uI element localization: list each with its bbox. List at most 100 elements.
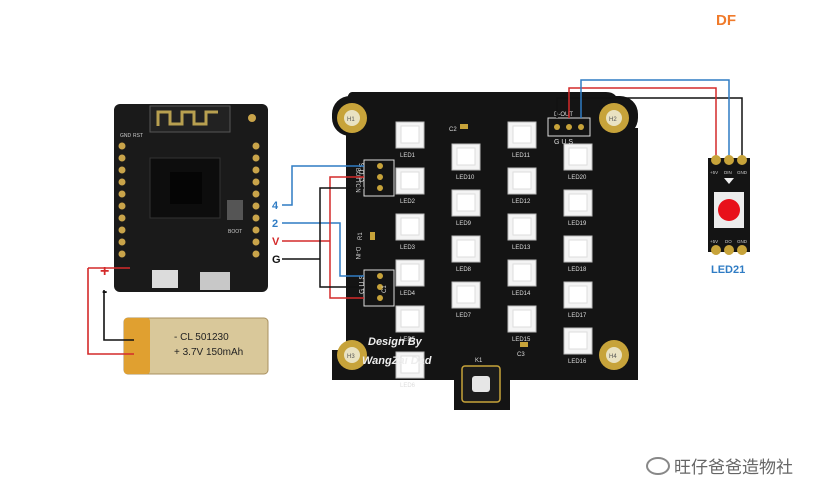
hole-label-h2: H2 [609,117,617,123]
wire-vcc [282,176,364,299]
ext-pin-top-5v: +5V [710,170,718,175]
led-chip: LED12 [507,167,537,205]
led-chip: LED9 [451,189,481,227]
esp-pin [118,214,126,222]
button-header: BUTTON G U S [354,159,395,197]
led-chip: LED20 [563,143,593,181]
lipo-battery: - CL 501230 + 3.7V 150mAh [123,317,269,375]
wire-ext-gnd [556,97,743,158]
external-led21: +5V DIN GND +5V DO GND [708,155,750,255]
esp-pins-right [252,142,260,258]
led-chip: LED7 [451,281,481,319]
led-chip: LED19 [563,189,593,227]
esp-pin [252,154,260,162]
esp-pin [118,142,126,150]
led-chip: LED14 [507,259,537,297]
battery-red-wire [87,267,134,355]
esp-pin [252,238,260,246]
hole-label-h4: H4 [609,354,617,360]
led-chip: LED16 [563,327,593,365]
silk-k1: K1 [475,358,483,364]
led-label: LED12 [512,199,531,205]
led-label: LED17 [568,313,587,319]
din-header-pins: G U S [359,275,366,294]
din-header-title: D-IN [354,247,360,259]
credit-line-2: WangZai Dad [362,355,432,367]
led-label: LED4 [400,291,416,297]
esp-dev-board: GND RST BOOT [114,104,268,292]
antenna-trace [156,110,218,126]
ext-pin-bottom-gnd: GND [737,239,748,244]
button-header-title: BUTTON [354,168,360,193]
led-label: LED3 [400,245,416,251]
wire-ext-data [580,79,730,158]
battery-line-2: + 3.7V 150mAh [174,347,243,358]
led-label: LED2 [400,199,416,205]
led-label: LED18 [568,267,587,273]
led-label: LED11 [512,153,531,159]
esp-pin [118,154,126,162]
esp-pin [118,226,126,234]
led-chip: LED17 [563,281,593,319]
esp-label-boot: BOOT [228,229,242,235]
esp-pin [252,190,260,198]
esp-label-rst: RST [133,133,143,139]
esp-pin [118,250,126,258]
ext-led-red-dot [718,199,740,221]
hole-label-h1: H1 [347,117,355,123]
esp-pin [252,178,260,186]
wire-ext-vcc [568,87,717,158]
led-chip: LED10 [451,143,481,181]
wire-label-2: 2 [272,218,278,230]
esp-pin [252,214,260,222]
led-chip: LED2 [395,167,425,205]
esp-pin [118,190,126,198]
silk-c2: C2 [449,127,457,133]
led-label: LED5 [400,337,416,343]
led-chip: LED5 [395,305,425,343]
watermark-text: 旺仔爸爸造物社 [674,458,793,478]
led-label: LED1 [400,153,416,159]
silk-r1: R1 [358,232,364,240]
din-header: D-IN G U S [354,247,395,307]
led-label: LED7 [456,313,472,319]
led-label: LED13 [512,245,531,251]
led-label: LED19 [568,221,587,227]
esp-pin [118,166,126,174]
ext-pin-top-gnd: GND [737,170,748,175]
watermark: 旺仔爸爸造物社 [646,453,793,478]
led-chip: LED3 [395,213,425,251]
button-header-pins: G U S [359,163,366,182]
battery-plus-label: + [100,263,109,280]
silk-c3: C3 [517,352,525,358]
led-label: LED8 [456,267,472,273]
led-label: LED15 [512,337,531,343]
led-chip: LED15 [507,305,537,343]
esp-pin [118,202,126,210]
wire-label-g: G [272,254,281,266]
battery-black-wire [103,290,134,341]
wire-led-signal [282,222,364,277]
esp-pin [118,178,126,186]
hole-label-h3: H3 [347,354,355,360]
led-label: LED14 [512,291,531,297]
esp-pin [252,166,260,174]
led-chip: LED6 [395,351,425,389]
ext-pin-top-din: DIN [724,170,732,175]
wire-label-4: 4 [272,200,279,212]
led-chip: LED13 [507,213,537,251]
dout-header-pins: G U S [554,139,573,146]
led-label: LED16 [568,359,587,365]
led-label: LED6 [400,383,416,389]
esp-pin [252,250,260,258]
wire-button-signal [282,165,364,206]
wire-gnd [282,187,364,288]
df-logo: DF [716,12,736,29]
ext-pin-bottom-do: DO [725,239,732,244]
silk-c1: C1 [382,285,388,293]
battery-line-1: - CL 501230 [174,332,229,343]
led-grid: LED1LED2LED3LED4LED5LED6LED10LED9LED8LED… [395,121,593,389]
led-label: LED20 [568,175,587,181]
esp-pin [252,202,260,210]
